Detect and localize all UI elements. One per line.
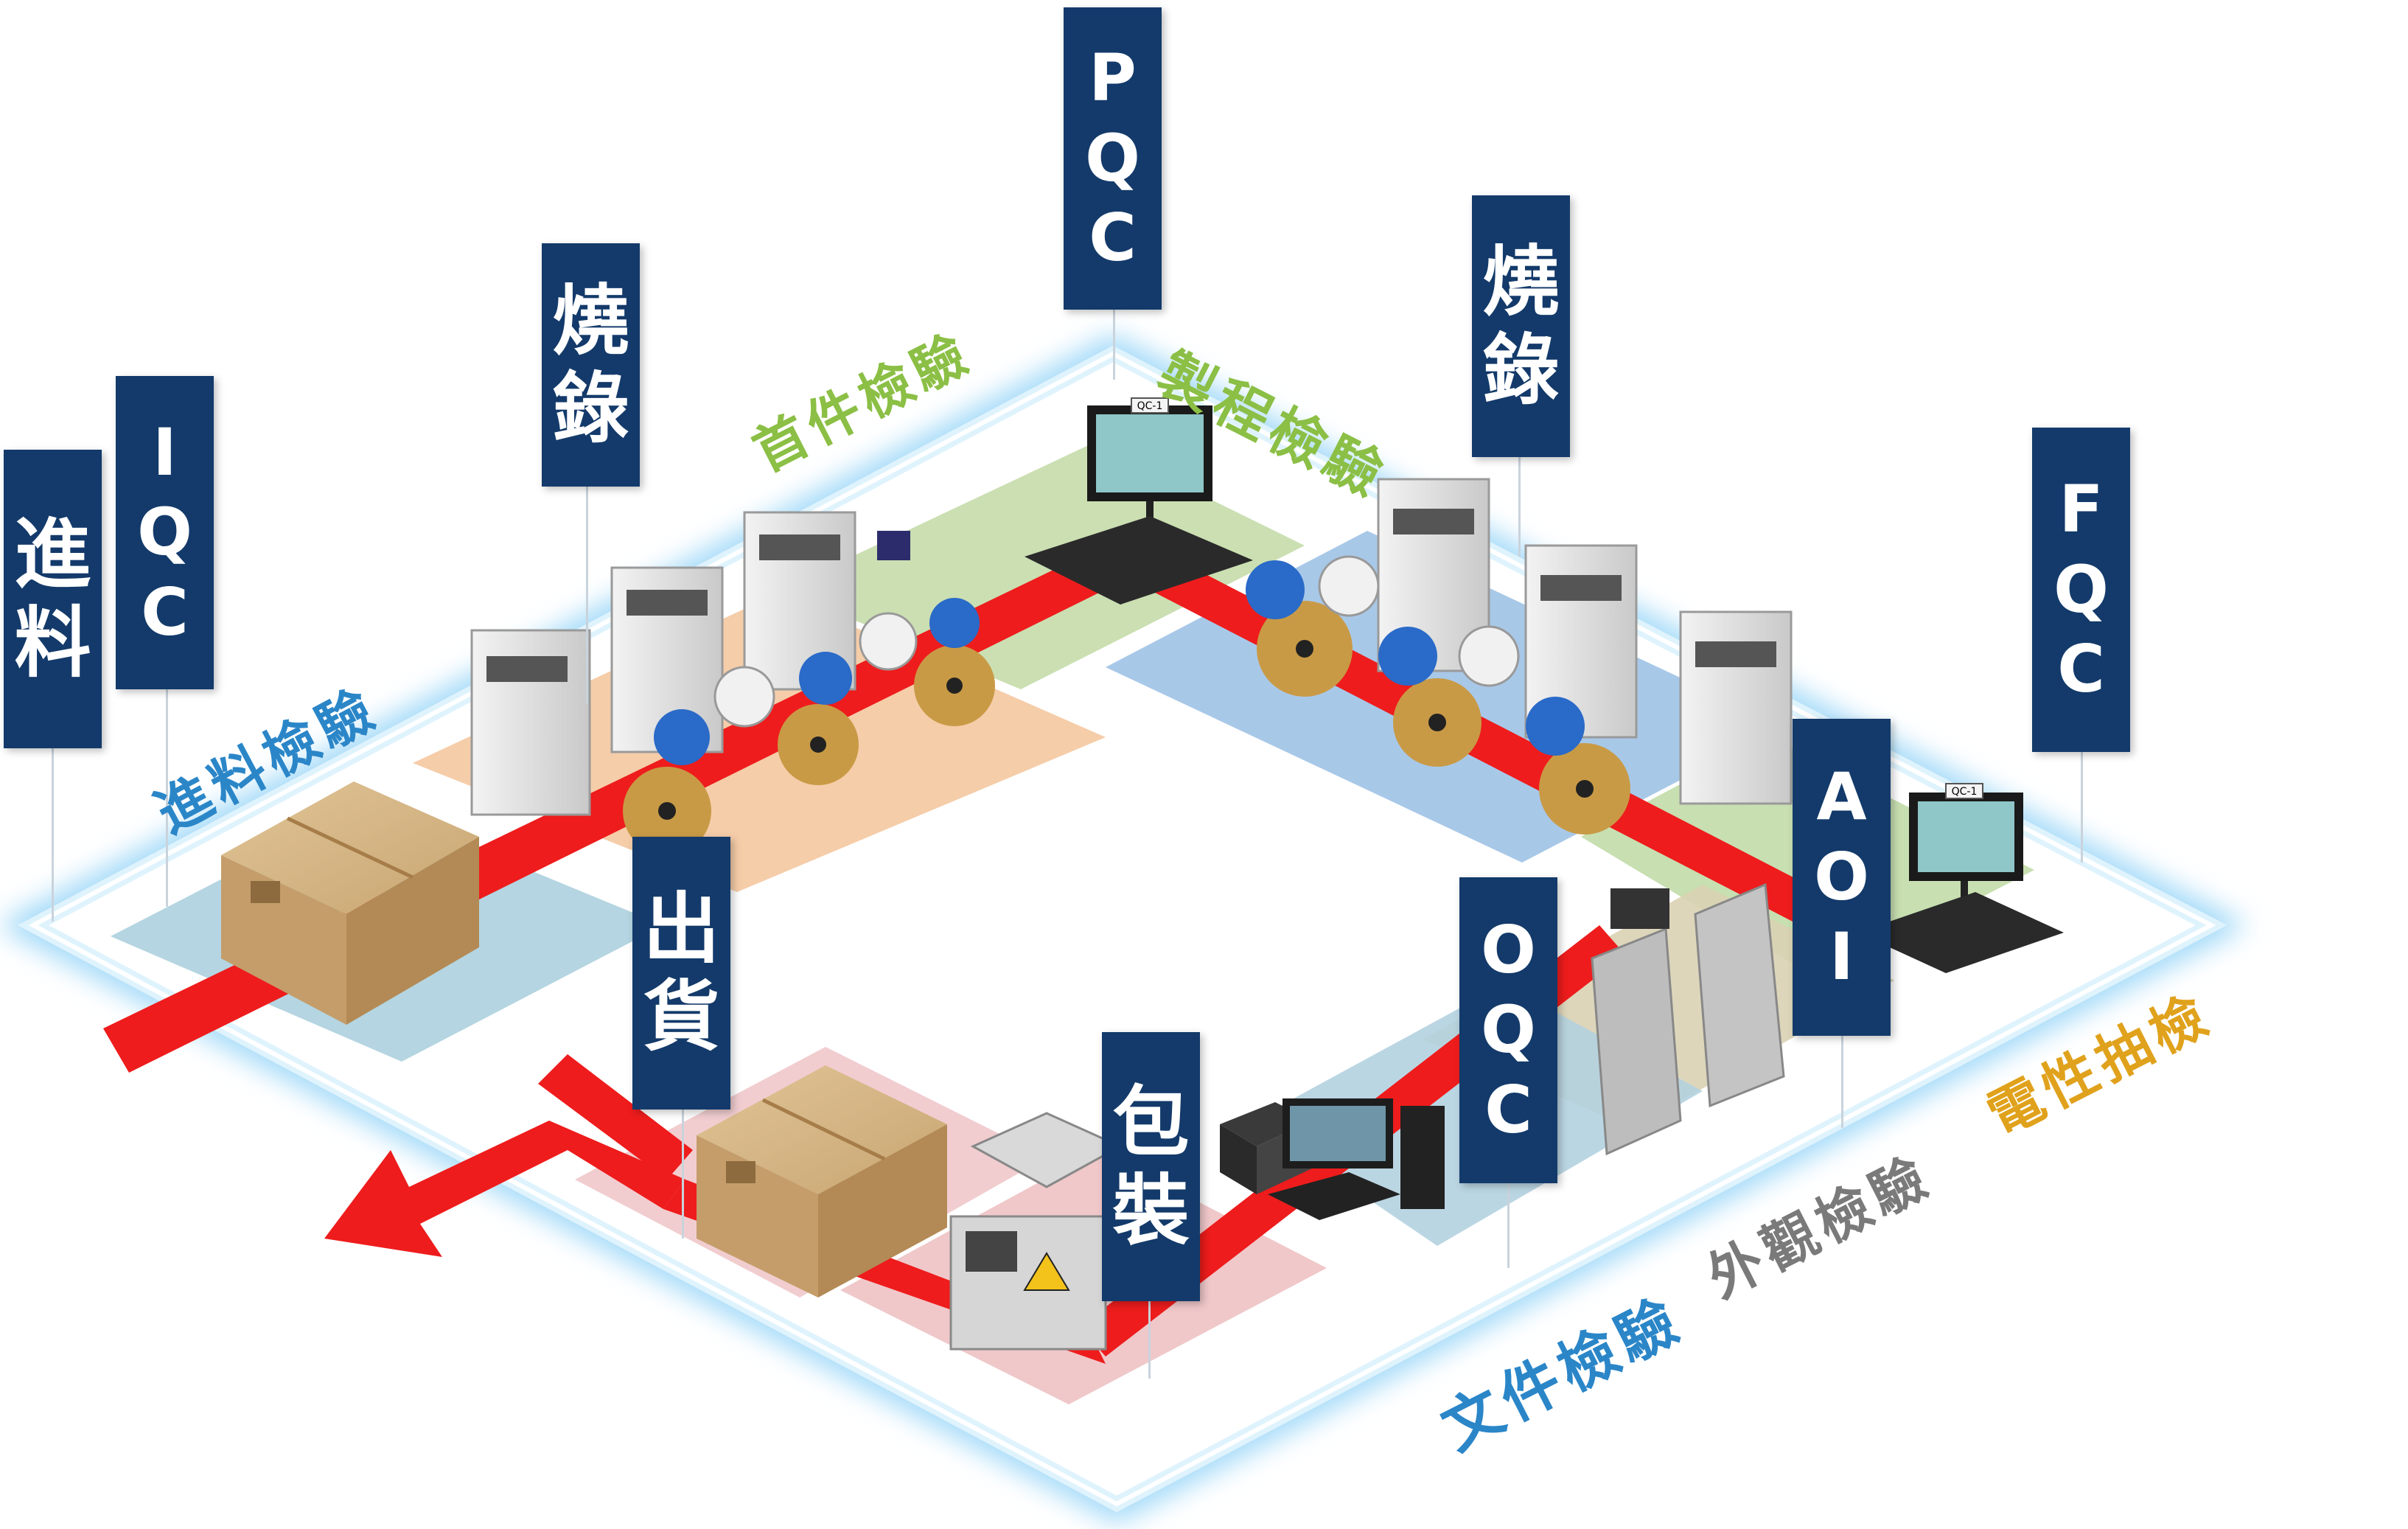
sign-fqc-letter-2: Q <box>2053 551 2109 627</box>
sign-post <box>586 483 588 704</box>
sign-aoi-letter-1: A <box>1816 759 1867 835</box>
sign-fqc-letter-3: C <box>2057 631 2105 708</box>
sign-char: 錄 <box>1482 324 1560 415</box>
sign-burn-2: 燒錄 <box>1472 195 1570 457</box>
sign-iqc-letter-3: C <box>141 574 189 650</box>
sign-aoi-letter-3: I <box>1829 919 1854 995</box>
qc-workstation-icon: QC-1 <box>1025 397 1253 605</box>
cardboard-box-icon <box>221 781 479 1025</box>
sign-ship-label: 出貨 <box>643 882 719 1065</box>
sign-post <box>1148 1298 1151 1379</box>
sign-oqc-letter-3: C <box>1484 1071 1532 1148</box>
sign-fqc: F Q C <box>2032 428 2130 752</box>
sign-post <box>1113 306 1115 380</box>
sign-burn-2-label: 燒錄 <box>1482 234 1559 417</box>
sign-post <box>2081 748 2083 863</box>
sign-char: 裝 <box>1112 1165 1190 1255</box>
fqc-monitor-tag: QC-1 <box>1952 786 1978 798</box>
sign-post <box>682 1106 684 1239</box>
sign-char: 燒 <box>1482 237 1560 327</box>
sign-char: 錄 <box>552 363 629 453</box>
sign-pqc: P Q C <box>1064 7 1162 310</box>
sign-burn-1-label: 燒錄 <box>552 274 629 456</box>
sign-char: 貨 <box>643 972 720 1062</box>
sign-fqc-letter-1: F <box>2059 471 2104 548</box>
reel-icon <box>623 598 995 855</box>
sign-oqc: O Q C <box>1459 877 1557 1183</box>
cardboard-box-icon <box>697 1065 947 1298</box>
sign-oqc-letter-2: Q <box>1481 992 1536 1068</box>
sign-iqc-letter-1: I <box>153 414 177 490</box>
sign-pqc-letter-3: C <box>1089 200 1137 276</box>
qc-workstation-icon: QC-1 <box>1857 783 2064 973</box>
sign-pqc-letter-2: Q <box>1085 119 1140 196</box>
sign-char: 包 <box>1112 1077 1190 1168</box>
sign-oqc-letter-1: O <box>1481 911 1536 988</box>
sign-pack-label: 包裝 <box>1112 1075 1189 1258</box>
sign-post <box>1841 1032 1843 1128</box>
sign-iqc: I Q C <box>116 376 214 689</box>
burner-machine-icon <box>1377 478 1793 805</box>
sign-char: 出 <box>643 883 720 974</box>
exit-arrow <box>324 1121 685 1257</box>
sign-pqc-letter-1: P <box>1089 40 1137 116</box>
sign-feed-label: 進料 <box>14 507 91 690</box>
aoi-machine-icon <box>1591 882 1785 1156</box>
sign-post <box>1507 1180 1510 1268</box>
sign-post <box>52 745 54 922</box>
sign-char: 料 <box>14 597 91 688</box>
sign-burn-1: 燒錄 <box>542 243 640 487</box>
reel-icon <box>1246 555 1630 835</box>
sign-ship: 出貨 <box>632 837 730 1110</box>
pqc-monitor-tag: QC-1 <box>1137 400 1163 412</box>
sign-pack: 包裝 <box>1102 1032 1200 1301</box>
sign-char: 進 <box>14 509 91 600</box>
sign-iqc-letter-2: Q <box>137 494 192 571</box>
sign-aoi: A O I <box>1793 719 1891 1036</box>
sign-post <box>166 686 168 907</box>
sign-post <box>1518 453 1521 557</box>
desktop-pc-icon <box>1268 1098 1445 1220</box>
sign-feed: 進料 <box>4 450 102 748</box>
sign-aoi-letter-2: O <box>1814 838 1869 915</box>
sign-char: 燒 <box>552 275 629 366</box>
vacuum-sealer-icon <box>949 1112 1123 1351</box>
